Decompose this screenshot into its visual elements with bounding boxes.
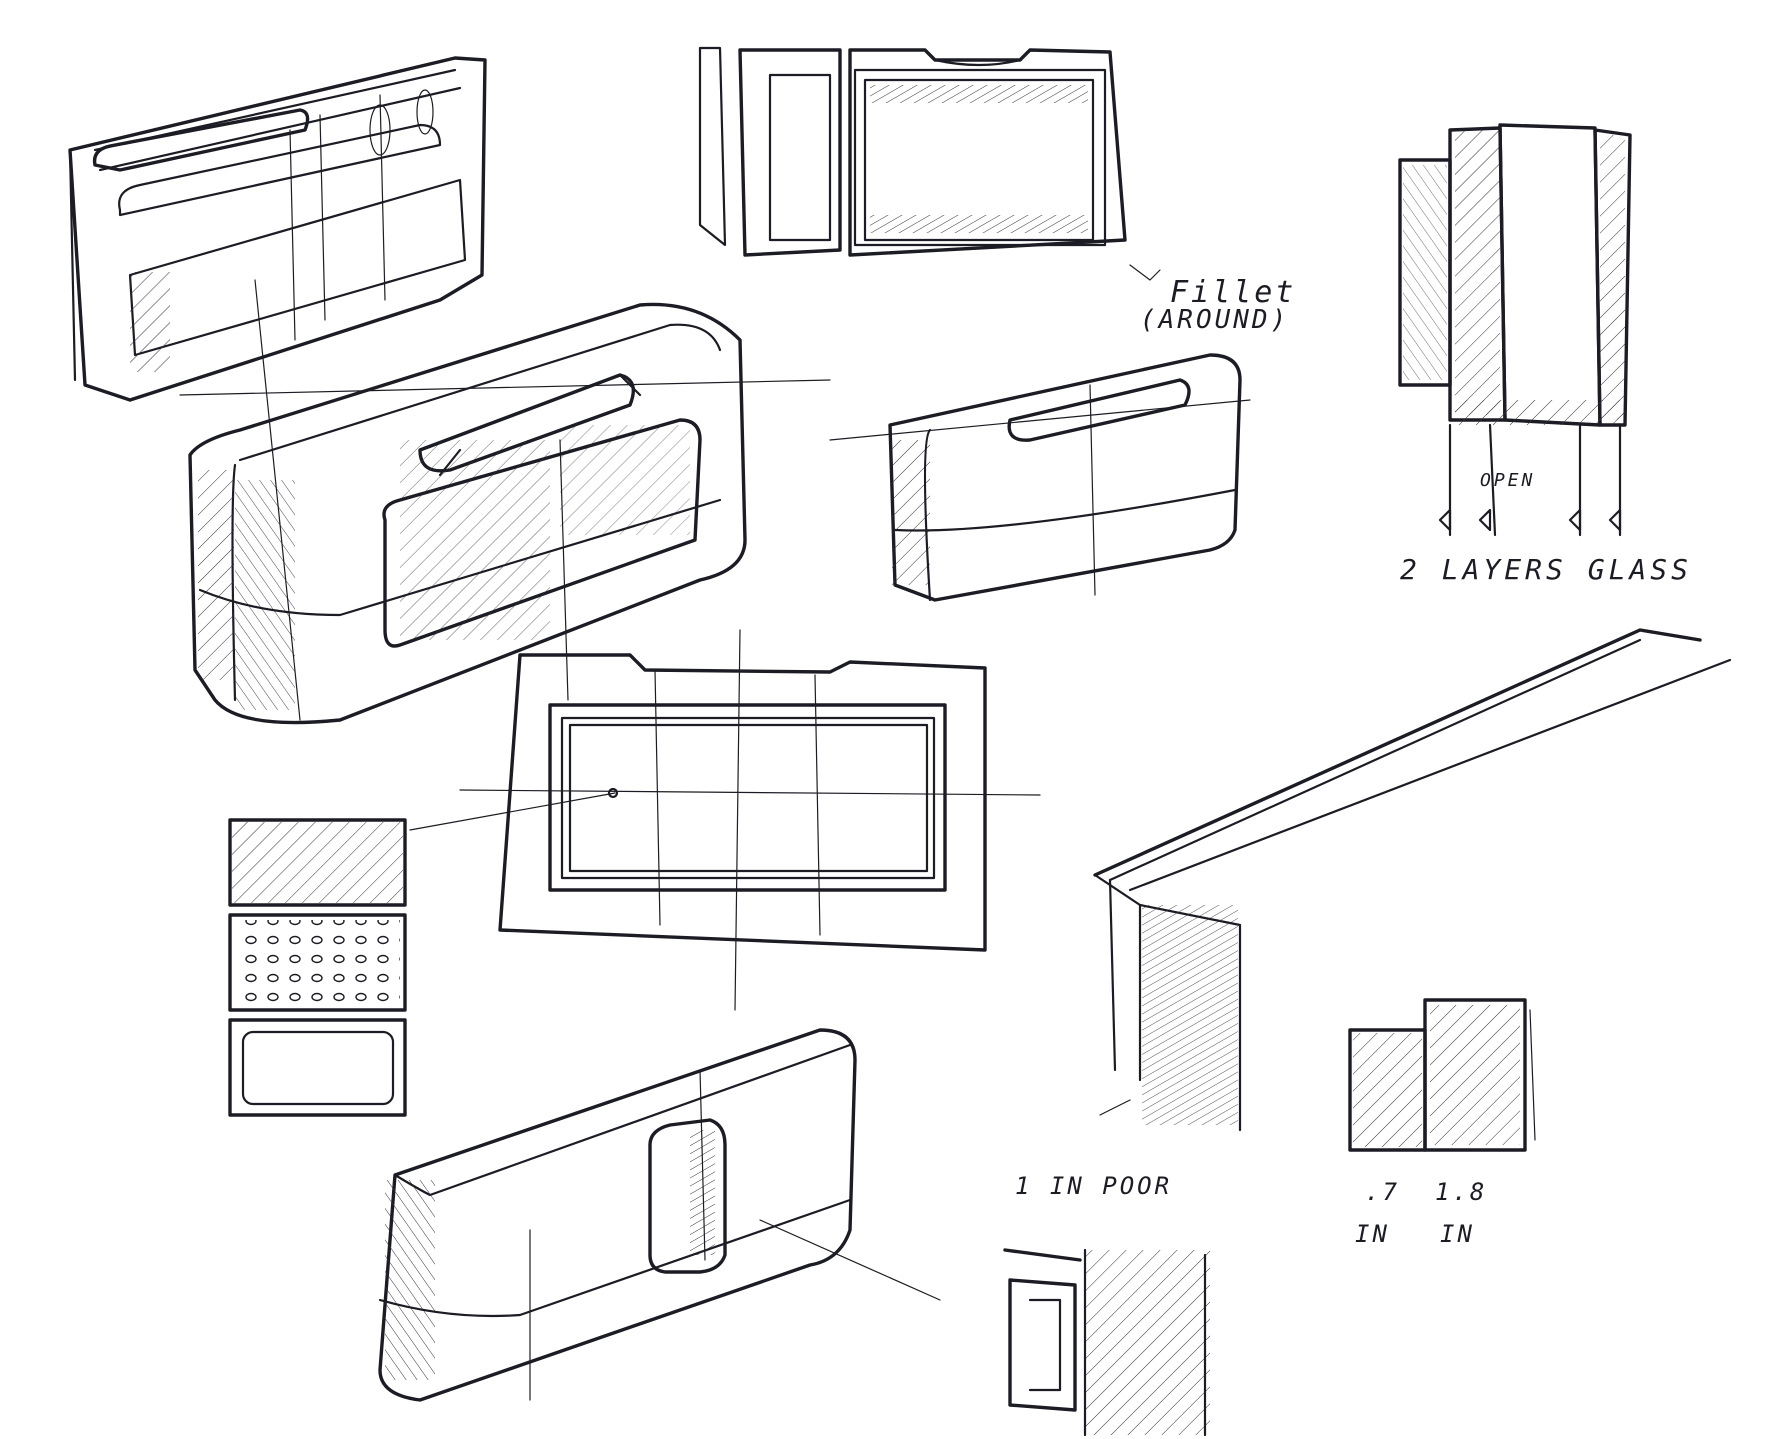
dimension-right-unit: IN (1440, 1220, 1475, 1248)
sketch-front-panel (459, 629, 1041, 1011)
sketch-glass-section (1398, 123, 1632, 537)
dimension-left-unit: IN (1355, 1220, 1390, 1248)
sketch-dimension-block (1099, 998, 1536, 1152)
sketch-cabinet-bottom (378, 1028, 941, 1402)
sketch-cabinet-top-left (68, 56, 487, 402)
pour-label: 1 IN POOR (1015, 1172, 1173, 1200)
dimension-left-value: .7 (1365, 1178, 1400, 1206)
open-label: OPEN (1480, 470, 1536, 491)
sketch-section-detail (1003, 1248, 1210, 1437)
sketch-cabinet-iso-small (829, 353, 1251, 602)
glass-layers-label: 2 LAYERS GLASS (1400, 553, 1693, 586)
sketch-material-swatches (228, 792, 616, 1117)
sketch-cabinet-iso-large (179, 279, 831, 725)
fillet-around-label: (AROUND) (1140, 305, 1290, 335)
sketch-flat-panels (698, 46, 1161, 281)
dimension-right-value: 1.8 (1435, 1178, 1488, 1206)
fillet-label: Fillet (1170, 275, 1297, 310)
sketch-corner-frame (1093, 628, 1732, 1132)
